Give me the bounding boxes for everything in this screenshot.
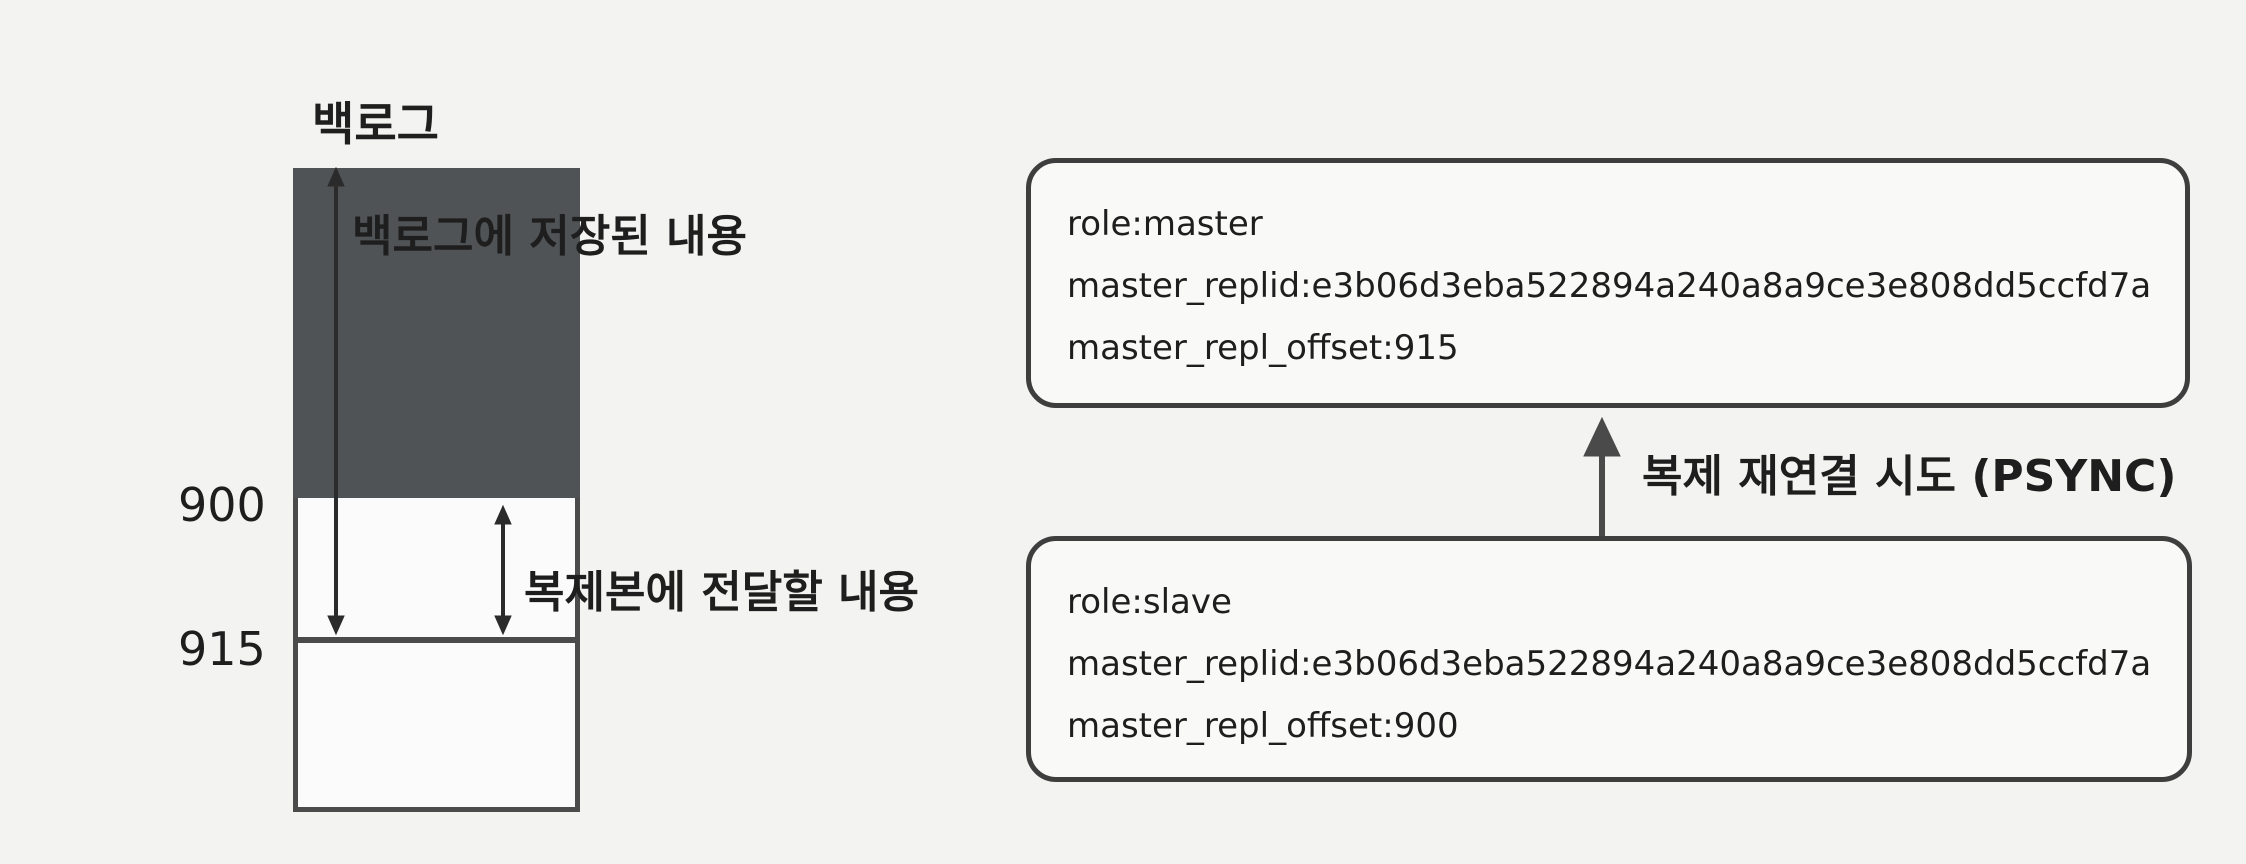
master-offset-line: master_repl_offset:915 <box>1067 328 1459 368</box>
master-replid-line: master_replid:e3b06d3eba522894a240a8a9ce… <box>1067 266 2152 306</box>
slave-info-box: role:slave master_replid:e3b06d3eba52289… <box>1026 536 2192 782</box>
psync-arrow <box>1583 416 1621 536</box>
slave-role-line: role:slave <box>1067 582 1232 622</box>
slave-offset-line: master_repl_offset:900 <box>1067 706 1459 746</box>
backlog-title: 백로그 <box>312 97 439 151</box>
psync-label: 복제 재연결 시도 (PSYNC) <box>1642 451 2177 502</box>
offset-label-900: 900 <box>178 478 266 532</box>
stored-content-label: 백로그에 저장된 내용 <box>352 211 747 262</box>
master-info-box: role:master master_replid:e3b06d3eba5228… <box>1026 158 2190 408</box>
master-role-line: role:master <box>1067 204 1263 244</box>
offset-label-915: 915 <box>178 622 266 676</box>
backlog-stored-region <box>293 168 580 498</box>
slave-replid-line: master_replid:e3b06d3eba522894a240a8a9ce… <box>1067 644 2152 684</box>
backlog-divider <box>293 637 580 643</box>
transfer-content-label: 복제본에 전달할 내용 <box>524 567 919 618</box>
